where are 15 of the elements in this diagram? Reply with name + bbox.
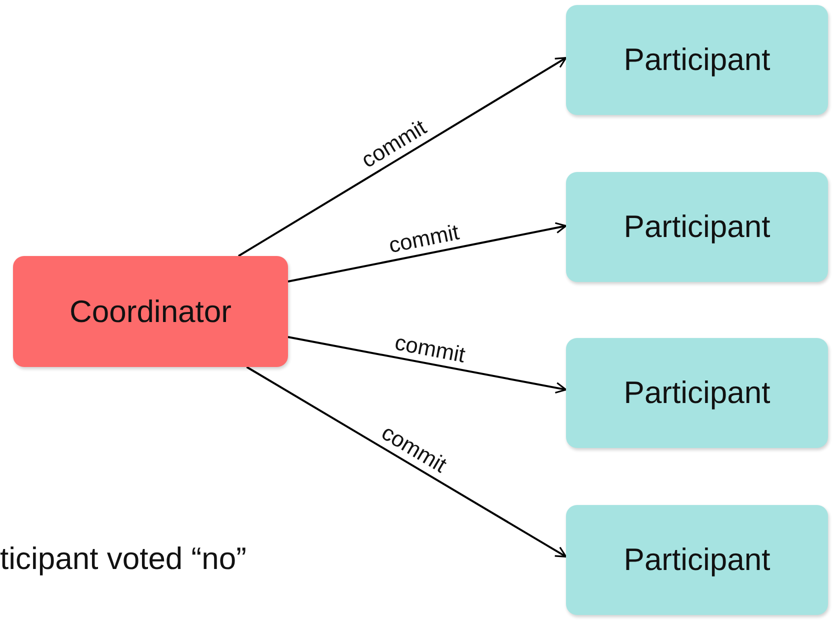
participant-box — [566, 505, 828, 615]
arrow — [238, 56, 567, 257]
node-label: Participant — [624, 542, 770, 578]
node-label: Coordinator — [70, 294, 232, 330]
node-label: Participant — [624, 42, 770, 78]
note-text: ticipant voted “no” — [0, 541, 246, 577]
participant-box — [566, 172, 828, 282]
node-label: Participant — [624, 209, 770, 245]
arrow — [246, 366, 567, 558]
node-label: Participant — [624, 375, 770, 411]
participant-box — [566, 5, 828, 115]
arrow — [288, 336, 567, 394]
arrow — [288, 222, 567, 283]
participant-box — [566, 338, 828, 448]
coordinator-box — [13, 256, 288, 367]
